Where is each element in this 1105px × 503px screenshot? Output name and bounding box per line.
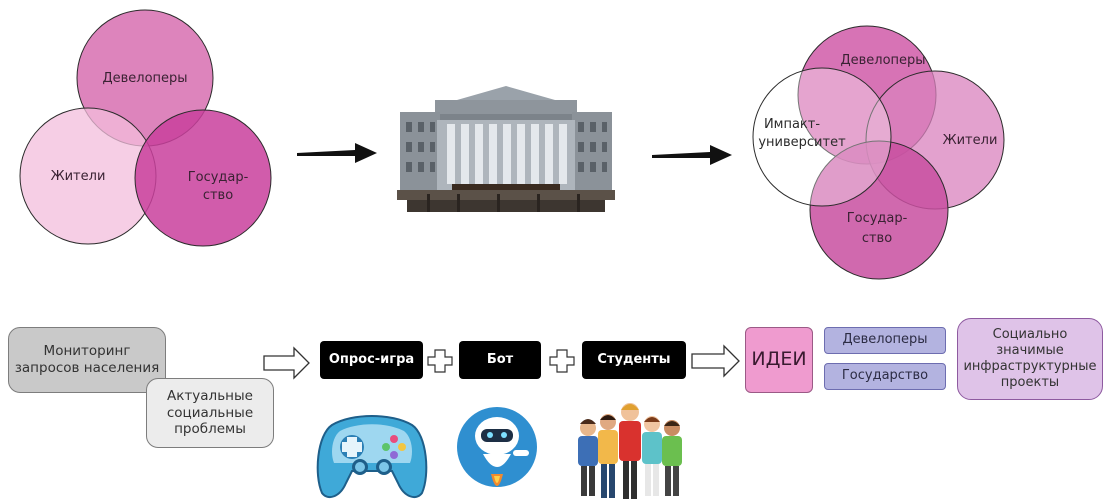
gamepad-icon — [316, 415, 428, 499]
bot-label: Бот — [486, 351, 514, 367]
social-projects-label-4: проекты — [1000, 375, 1060, 391]
students-label: Студенты — [597, 351, 671, 367]
social-projects-label-1: Социально — [992, 326, 1068, 342]
developers-label: Девелоперы — [842, 332, 928, 348]
monitoring-box: Мониторинг запросов населения — [8, 327, 166, 393]
venn-right-state-label-2: ство — [862, 231, 892, 246]
social-problems-label-1: Актуальные — [167, 387, 253, 404]
venn-right-university-label-1: Импакт- — [764, 117, 820, 132]
survey-game-label: Опрос-игра — [328, 351, 415, 367]
hollow-arrow-right-icon — [691, 344, 740, 378]
university-building-image — [397, 82, 615, 215]
monitoring-label-1: Мониторинг — [43, 343, 131, 360]
social-problems-box: Актуальные социальные проблемы — [146, 378, 274, 448]
arrow-right-icon — [297, 143, 377, 163]
survey-game-box: Опрос-игра — [320, 341, 423, 379]
venn-right-state-circle — [809, 140, 949, 280]
bot-box: Бот — [459, 341, 541, 379]
state-box: Государство — [824, 363, 946, 390]
plus-icon — [549, 349, 575, 373]
students-group-icon — [578, 403, 682, 499]
venn-right-residents-label: Жители — [943, 133, 998, 148]
venn-left-residents-label: Жители — [51, 169, 106, 184]
hollow-arrow-right-icon — [263, 346, 310, 380]
venn-left-state-label-2: ство — [203, 188, 233, 203]
venn-left-state-circle — [134, 109, 272, 247]
venn-right-developers-label: Девелоперы — [840, 53, 925, 68]
venn-right-university-circle — [752, 67, 892, 207]
venn-right-diagram: Девелоперы Импакт- университет Жители Го… — [752, 25, 1005, 280]
social-problems-label-3: проблемы — [174, 421, 246, 438]
developers-box: Девелоперы — [824, 327, 946, 354]
social-problems-label-2: социальные — [166, 404, 254, 421]
venn-left-developers-label: Девелоперы — [102, 71, 187, 86]
social-projects-label-3: инфраструктурные — [963, 359, 1097, 374]
venn-right-university-label-2: университет — [758, 135, 846, 150]
ideas-label: ИДЕИ — [751, 348, 807, 371]
venn-left-diagram: Девелоперы Жители Государ- ство — [19, 9, 272, 247]
venn-right-state-label-1: Государ- — [847, 211, 908, 226]
robot-bot-icon — [457, 407, 537, 487]
plus-icon — [427, 349, 453, 373]
monitoring-label-2: запросов населения — [14, 360, 160, 376]
social-projects-label-2: значимые — [996, 342, 1064, 358]
state-label: Государство — [841, 368, 929, 384]
ideas-box: ИДЕИ — [745, 327, 813, 393]
arrow-right-icon — [652, 145, 732, 165]
venn-left-state-label-1: Государ- — [188, 170, 249, 185]
students-box: Студенты — [582, 341, 686, 379]
social-projects-box: Социально значимые инфраструктурные прое… — [957, 318, 1103, 400]
